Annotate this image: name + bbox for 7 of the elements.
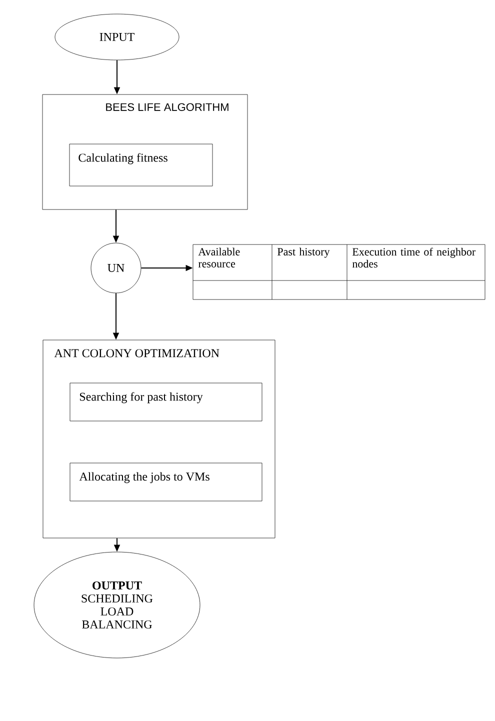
ellipse-node: INPUT	[54, 14, 180, 60]
step-box: Allocating the jobs to VMs	[70, 462, 262, 502]
circle-node: UN	[90, 242, 142, 294]
table: Available resource Past history Execution time of neighbor nodes	[192, 244, 486, 300]
ellipse-node: OUTPUT SCHEDILING LOAD BALANCING	[34, 552, 200, 658]
step-box: Searching for past history	[70, 382, 262, 422]
step-box: Calculating fitness	[69, 144, 213, 186]
